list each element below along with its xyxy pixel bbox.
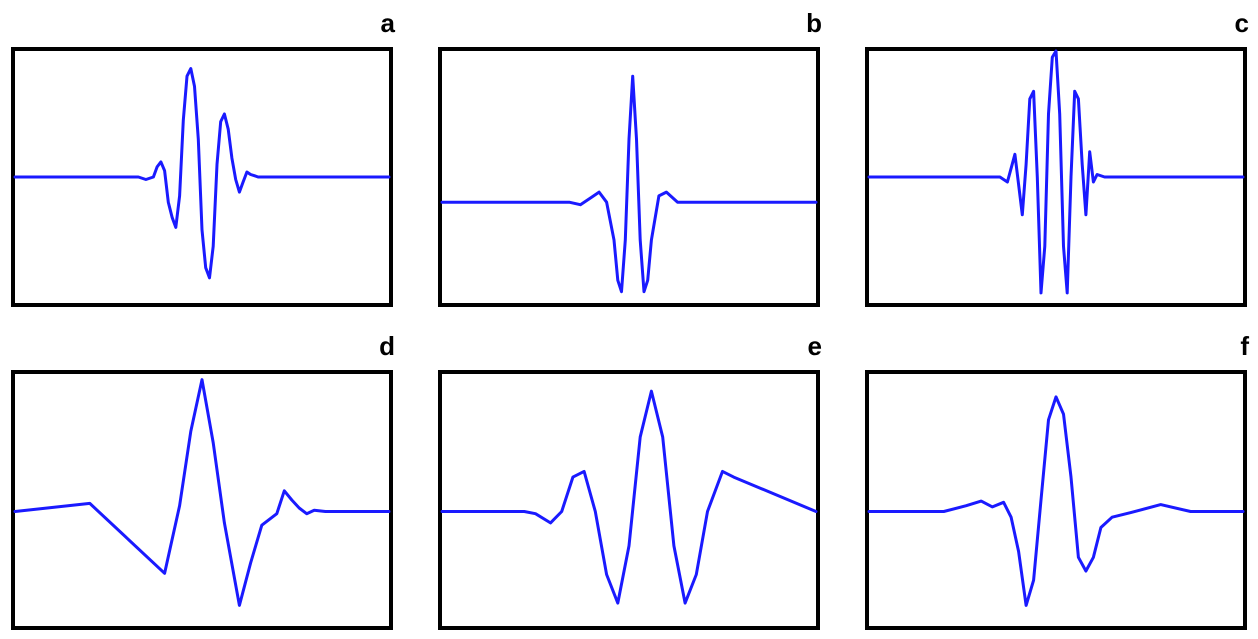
series-line-a — [13, 67, 391, 280]
chart-panel-a — [11, 47, 393, 307]
series-line-f — [867, 395, 1245, 607]
chart-svg-a — [13, 67, 391, 280]
chart-svg-c — [867, 49, 1245, 295]
chart-svg-e — [440, 389, 818, 605]
chart-panel-e — [438, 370, 820, 630]
series-line-d — [13, 378, 391, 607]
series-line-b — [440, 74, 818, 294]
series-line-c — [867, 49, 1245, 295]
chart-svg-d — [13, 378, 391, 607]
panel-label-e: e — [807, 331, 822, 361]
chart-panel-b — [438, 47, 820, 307]
chart-svg-b — [440, 74, 818, 294]
panel-label-a: a — [380, 8, 395, 38]
panel-label-c: c — [1234, 8, 1249, 38]
chart-panel-c — [865, 47, 1247, 307]
chart-svg-f — [867, 395, 1245, 607]
panel-label-b: b — [806, 8, 822, 38]
panel-label-f: f — [1240, 331, 1249, 361]
chart-panel-f — [865, 370, 1247, 630]
panel-label-d: d — [379, 331, 395, 361]
series-line-e — [440, 389, 818, 605]
chart-panel-d — [11, 370, 393, 630]
